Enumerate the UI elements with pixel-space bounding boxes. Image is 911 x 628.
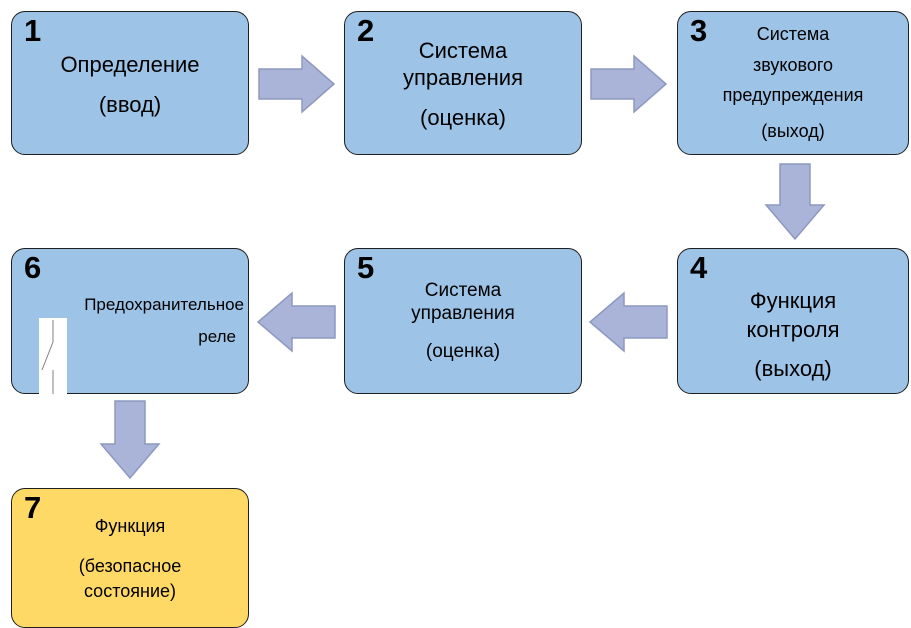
- box-3-line-4: (выход): [761, 121, 825, 141]
- arrow-left-5-to-6: [256, 291, 336, 353]
- box-4-line-2: контроля: [746, 317, 840, 342]
- box-3-line-1: Система: [756, 24, 830, 44]
- box-5-line-1: Система: [424, 280, 502, 301]
- arrow-down-6-to-7: [99, 400, 161, 480]
- box-4-line-3: (выход): [754, 356, 832, 381]
- box-5-control-system: 5 Система управления (оценка): [344, 248, 582, 394]
- arrow-right-1-to-2: [258, 54, 336, 114]
- relay-switch-icon: [39, 318, 67, 396]
- box-6-number: 6: [24, 250, 42, 285]
- box-4-number: 4: [690, 250, 708, 285]
- arrow-left-4-to-5: [588, 291, 668, 353]
- box-3-line-2: звукового: [752, 55, 834, 75]
- box-5-line-3: (оценка): [425, 341, 501, 362]
- box-6-line-1: Предохранительное: [84, 295, 244, 314]
- box-5-number: 5: [357, 250, 375, 285]
- box-1-number: 1: [24, 13, 42, 48]
- box-2-line-1: Система: [418, 38, 508, 63]
- box-3-audio-warning: 3 Система звукового предупреждения (выхо…: [677, 11, 909, 155]
- box-1-line-2: (ввод): [98, 92, 162, 117]
- box-1-line-1: Определение: [60, 52, 200, 77]
- box-7-line-2: (безопасное: [78, 556, 182, 576]
- box-4-monitoring-function: 4 Функция контроля (выход): [677, 248, 909, 394]
- box-6-safety-relay: 6 Предохранительное реле: [11, 248, 249, 396]
- box-7-number: 7: [24, 490, 42, 525]
- box-2-number: 2: [357, 13, 375, 48]
- box-4-line-1: Функция: [749, 288, 837, 313]
- box-2-control-system: 2 Система управления (оценка): [344, 11, 582, 155]
- arrow-down-3-to-4: [764, 163, 826, 241]
- box-2-line-2: управления: [403, 65, 523, 90]
- box-7-line-3: состояние): [83, 581, 176, 601]
- arrow-right-2-to-3: [590, 54, 668, 114]
- box-7-line-1: Функция: [94, 516, 166, 536]
- box-6-line-2: реле: [198, 327, 236, 346]
- box-3-number: 3: [690, 13, 708, 48]
- box-1-detection: 1 Определение (ввод): [11, 11, 249, 155]
- box-5-line-2: управления: [411, 303, 515, 324]
- box-3-line-3: предупреждения: [722, 85, 864, 105]
- box-7-safe-state-function: 7 Функция (безопасное состояние): [11, 488, 249, 628]
- box-2-line-3: (оценка): [420, 105, 506, 130]
